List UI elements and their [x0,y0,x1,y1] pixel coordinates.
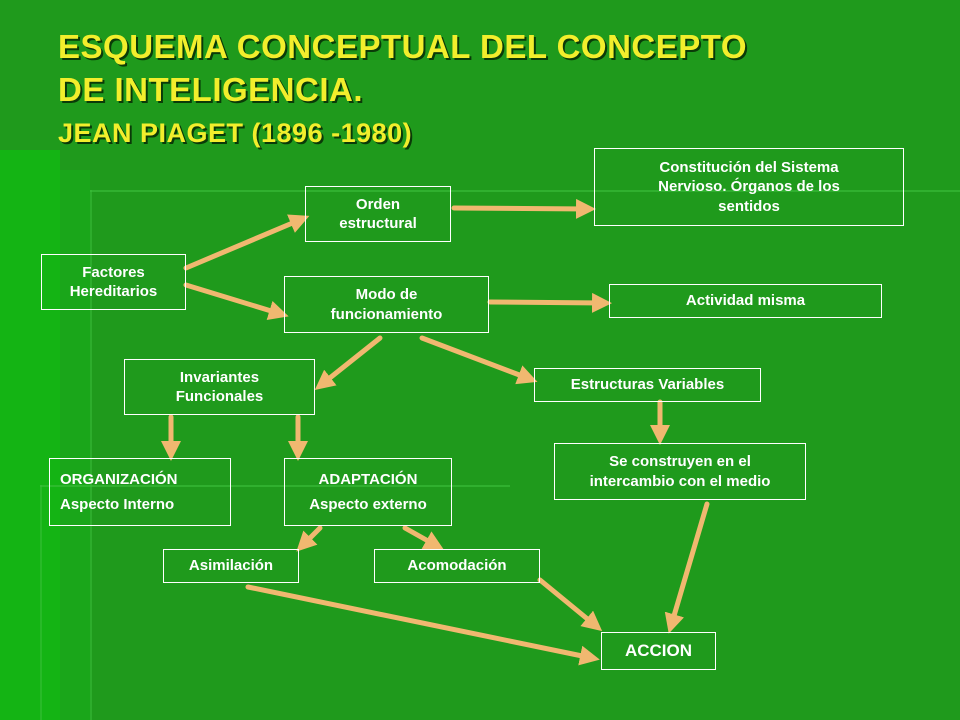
node-text-line: Invariantes [179,368,260,386]
node-text-line: Orden [355,195,401,213]
node-text-line: Estructuras Variables [570,376,725,394]
arrow-factores-orden [183,214,310,271]
node-invariantes-funcionales: Invariantes Funcionales [124,359,315,415]
node-text-line: Aspecto externo [309,496,427,513]
node-constitucion-sistema-nervioso: Constitución del Sistema Nervioso. Órgan… [594,148,904,226]
slide-title-line-2: DE INTELIGENCIA. [58,71,364,108]
node-organizacion: ORGANIZACIÓN Aspecto Interno [49,458,231,526]
node-text-line: Hereditarios [69,283,158,300]
arrow-modo-actividad [487,292,612,313]
arrow-adaptacion-acomodacion [402,525,444,550]
node-asimilacion: Asimilación [163,549,299,583]
background-rule-vertical [90,190,92,720]
node-text-line: Funcionales [175,388,264,405]
slide-title-line-1: ESQUEMA CONCEPTUAL DEL CONCEPTO [58,28,748,65]
node-text-line: estructural [339,215,417,232]
node-text-line: Constitución del Sistema [659,158,839,176]
background-rule-vertical-low [40,485,42,720]
arrow-orden-constitucion [451,198,596,219]
node-factores-hereditarios: Factores Hereditarios [41,254,186,310]
arrow-modo-invariantes [314,335,383,390]
node-text-line: sentidos [718,197,780,215]
arrow-acomodacion-accion [537,577,603,632]
node-text-line: Modo de [355,286,418,303]
node-orden-estructural: Orden estructural [305,186,451,242]
node-text-line: ACCION [624,640,693,660]
node-accion: ACCION [601,632,716,670]
node-text-line: ADAPTACIÓN [318,470,418,488]
node-text-line: intercambio con el medio [589,472,771,490]
arrow-factores-modo [183,282,289,321]
node-text-line: Aspecto Interno [60,496,175,513]
node-text-line: Se construyen en el [609,453,751,470]
node-modo-funcionamiento: Modo de funcionamiento [284,276,489,333]
node-actividad-misma: Actividad misma [609,284,882,318]
node-estructuras-variables: Estructuras Variables [534,368,761,402]
slide-subtitle: JEAN PIAGET (1896 -1980) [58,118,413,148]
background-rule-top [90,190,960,192]
node-adaptacion: ADAPTACIÓN Aspecto externo [284,458,452,526]
background-rule-middle [40,485,510,487]
node-text-line: Acomodación [407,557,507,575]
arrow-modo-estructuras [419,335,538,385]
arrow-asimilacion-accion [245,584,600,666]
node-acomodacion: Acomodación [374,549,540,583]
arrow-construyen-accion [664,501,710,634]
background-panel-left-inner [60,170,90,720]
node-text-line: ORGANIZACIÓN [60,470,178,488]
node-text-line: Actividad misma [685,292,806,310]
arrow-adaptacion-asimilacion [296,525,323,552]
node-text-line: Factores [82,263,145,281]
node-text-line: Nervioso. Órganos de los [658,178,840,196]
node-text-line: Asimilación [188,557,274,575]
node-text-line: funcionamiento [330,305,443,323]
background-panel-left [0,150,60,720]
node-se-construyen: Se construyen en el intercambio con el m… [554,443,806,500]
